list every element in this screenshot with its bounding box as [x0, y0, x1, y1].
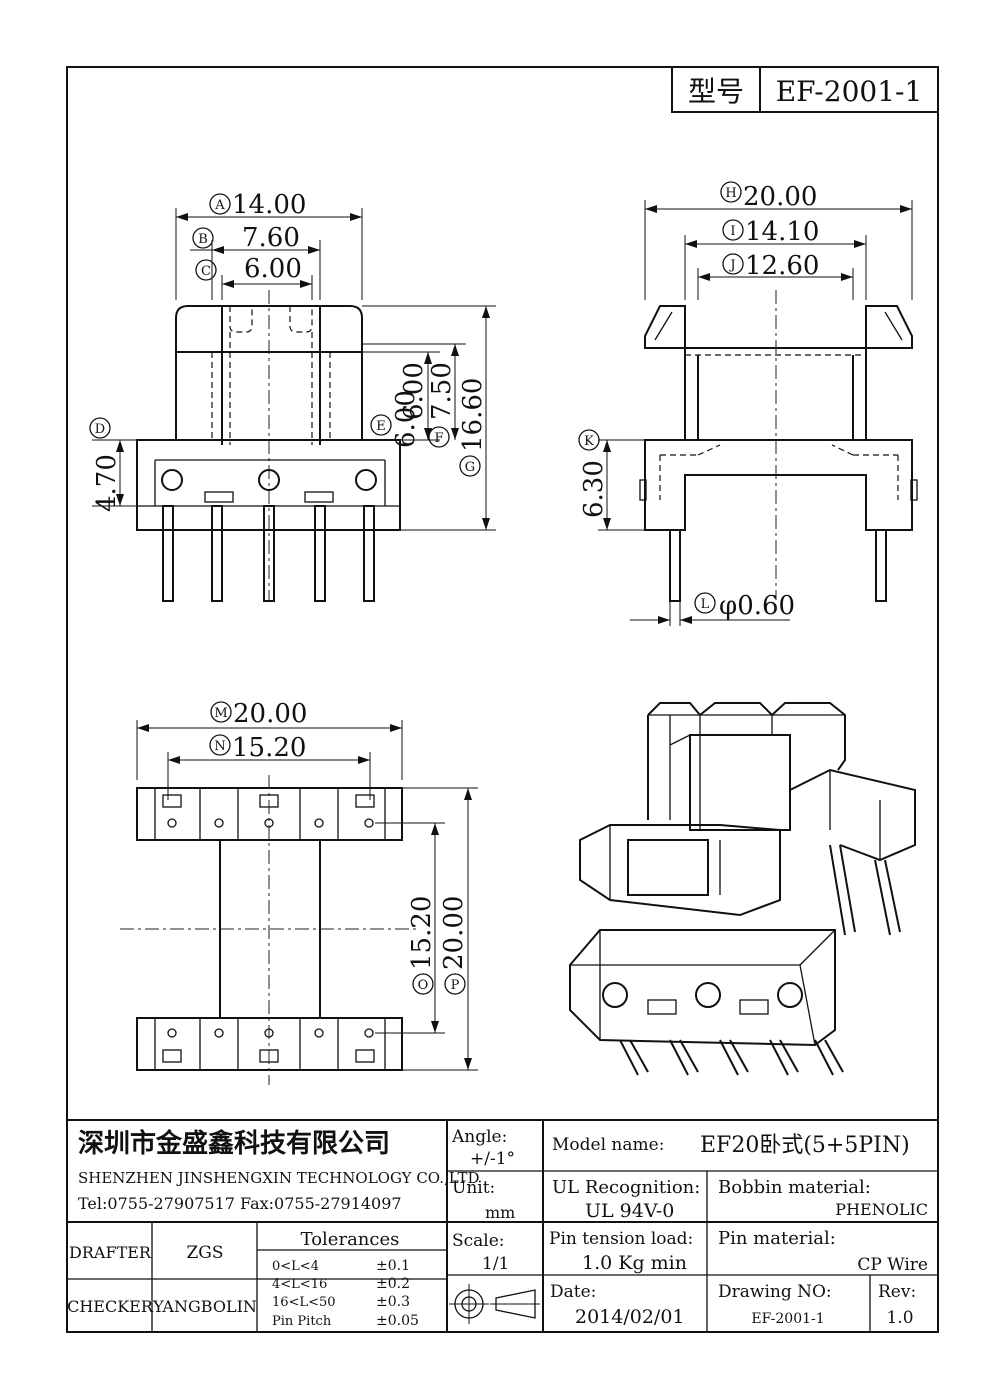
- dim-e2-value: 6.00: [391, 390, 421, 448]
- drawing-no-label: Drawing NO:: [718, 1282, 832, 1302]
- model-name-label: Model name:: [552, 1135, 664, 1155]
- svg-text:I: I: [730, 224, 735, 239]
- tolerance-range: 16<L<50: [272, 1295, 336, 1310]
- svg-text:N: N: [214, 739, 225, 754]
- tolerance-range: 0<L<4: [272, 1259, 319, 1274]
- side-view: H 20.00 I 14.10 J 12.60 K 6.30: [578, 181, 918, 626]
- drafter-value: ZGS: [186, 1243, 223, 1263]
- scale-label: Scale:: [452, 1231, 505, 1251]
- rev-label: Rev:: [878, 1282, 916, 1302]
- company-name-en: SHENZHEN JINSHENGXIN TECHNOLOGY CO.,LTD: [78, 1169, 480, 1187]
- pin-material-label: Pin material:: [718, 1228, 836, 1249]
- svg-text:J: J: [728, 258, 735, 273]
- dim-k-value: 6.30: [579, 460, 609, 518]
- dim-m-value: 20.00: [233, 699, 307, 729]
- tolerance-range: 4<L<16: [272, 1277, 327, 1292]
- dim-h-value: 20.00: [743, 182, 817, 212]
- tolerance-value: ±0.3: [376, 1294, 410, 1310]
- drawing-no-value: EF-2001-1: [751, 1311, 824, 1327]
- tolerance-value: ±0.2: [376, 1276, 410, 1292]
- sheet-border: [66, 66, 939, 1333]
- date-value: 2014/02/01: [575, 1306, 685, 1328]
- tolerance-value: ±0.05: [376, 1313, 419, 1329]
- checker-value: YANGBOLIN: [152, 1297, 257, 1316]
- svg-text:A: A: [214, 198, 225, 213]
- svg-text:L: L: [701, 597, 710, 612]
- checker-label: CHECKER: [67, 1297, 154, 1316]
- title-block: 深圳市金盛鑫科技有限公司 SHENZHEN JINSHENGXIN TECHNO…: [67, 1119, 938, 1332]
- bobbin-value: PHENOLIC: [835, 1200, 928, 1219]
- dim-l-value: φ0.60: [719, 591, 795, 621]
- unit-value: mm: [485, 1203, 515, 1222]
- svg-text:D: D: [95, 422, 105, 437]
- model-name-value: EF20卧式(5+5PIN): [700, 1133, 910, 1158]
- svg-text:H: H: [725, 186, 736, 201]
- model-box: 型号 EF-2001-1: [671, 66, 939, 113]
- angle-label: Angle:: [451, 1127, 507, 1147]
- dim-i-value: 14.10: [745, 217, 819, 247]
- svg-text:K: K: [584, 434, 594, 449]
- scale-value: 1/1: [482, 1254, 509, 1274]
- angle-value: +/-1°: [470, 1149, 515, 1169]
- bottom-view: M 20.00 N 15.20 O 15.20 P 20.00: [120, 699, 478, 1085]
- date-label: Date:: [550, 1282, 596, 1302]
- svg-text:B: B: [198, 232, 208, 247]
- dim-n-value: 15.20: [232, 733, 306, 763]
- svg-text:G: G: [465, 460, 475, 475]
- tolerances-title: Tolerances: [301, 1229, 400, 1250]
- bobbin-label: Bobbin material:: [718, 1177, 871, 1198]
- front-view: A 14.00 B 7.60 C 6.00 D 4.70: [89, 190, 496, 602]
- dim-c-value: 6.00: [244, 254, 302, 284]
- tolerance-value: ±0.1: [376, 1258, 410, 1274]
- svg-text:P: P: [451, 978, 460, 993]
- pin-material-value: CP Wire: [857, 1255, 928, 1275]
- dim-b-value: 7.60: [242, 223, 300, 253]
- pin-load-label: Pin tension load:: [549, 1229, 693, 1249]
- model-number: EF-2001-1: [776, 75, 923, 108]
- isometric-view: [569, 702, 916, 1076]
- tolerance-range: Pin Pitch: [272, 1314, 332, 1329]
- dim-p-value: 20.00: [439, 896, 469, 970]
- svg-text:F: F: [434, 431, 443, 446]
- dim-j-value: 12.60: [745, 251, 819, 281]
- svg-text:E: E: [376, 419, 386, 434]
- unit-label: Unit:: [452, 1178, 495, 1198]
- dim-g-value: 16.60: [458, 378, 488, 452]
- company-contact: Tel:0755-27907517 Fax:0755-27914097: [78, 1194, 402, 1213]
- svg-text:M: M: [214, 706, 227, 721]
- ul-value: UL 94V-0: [585, 1200, 674, 1222]
- dim-e-value: 6.00: [399, 362, 429, 420]
- company-name-cn: 深圳市金盛鑫科技有限公司: [78, 1128, 390, 1159]
- dim-a-value: 14.00: [232, 190, 306, 220]
- projection-symbol: [449, 1284, 540, 1324]
- svg-text:O: O: [418, 978, 429, 993]
- pin-load-value: 1.0 Kg min: [582, 1252, 687, 1274]
- dim-o-value: 15.20: [407, 896, 437, 970]
- svg-text:C: C: [201, 264, 211, 279]
- rev-value: 1.0: [886, 1308, 913, 1328]
- drafter-label: DRAFTER: [69, 1243, 152, 1262]
- ul-label: UL Recognition:: [552, 1177, 700, 1198]
- dim-f-value: 7.50: [427, 362, 457, 420]
- model-label: 型号: [688, 75, 744, 108]
- dim-d-value: 4.70: [92, 454, 122, 512]
